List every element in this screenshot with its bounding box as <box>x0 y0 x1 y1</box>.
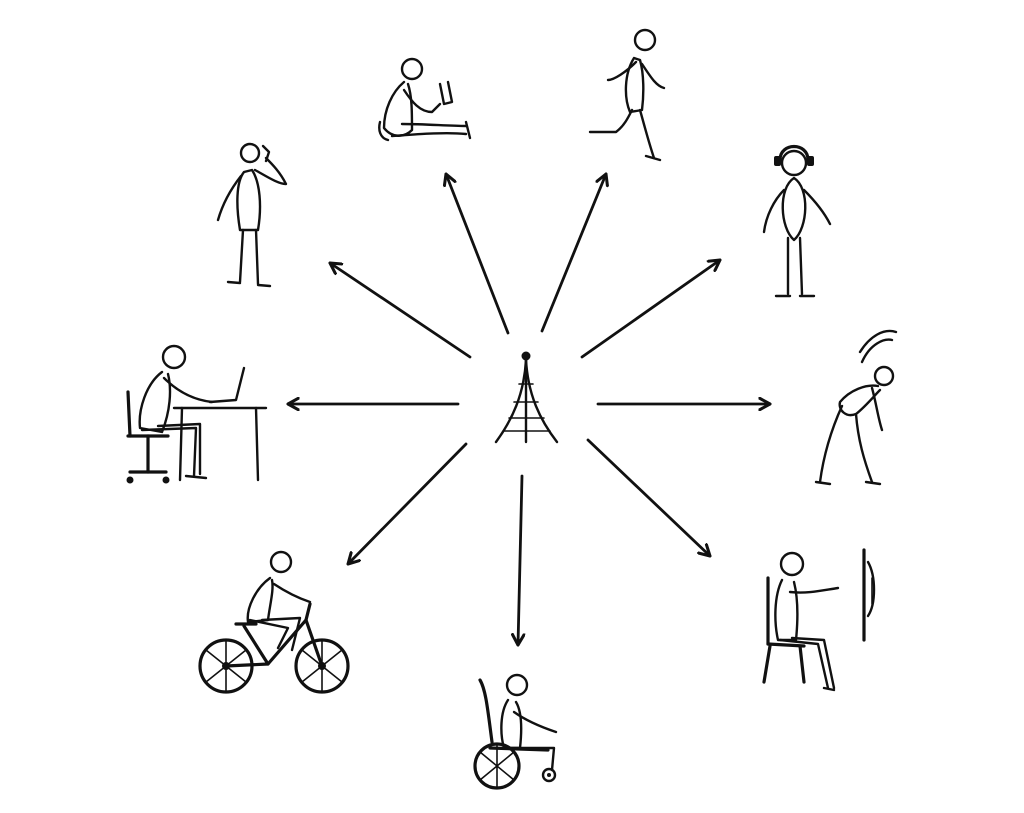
person-in-wheelchair-icon <box>473 673 558 790</box>
arrow-to-sit-laptop <box>446 174 510 335</box>
person-cycling-icon <box>198 550 350 694</box>
arrow-to-cycling <box>348 442 468 564</box>
radio-tower-icon <box>494 351 559 444</box>
arrow-to-wheelchair <box>518 474 522 645</box>
person-sitting-with-laptop-icon <box>378 57 472 142</box>
arrow-to-phone-call <box>330 263 472 359</box>
broadcast-arrows <box>288 174 770 645</box>
arrow-to-screen <box>586 438 710 556</box>
person-running-icon <box>588 28 666 162</box>
arrow-to-headphones <box>580 260 720 359</box>
person-seated-at-screen-icon <box>762 548 876 692</box>
person-with-headphones-icon <box>762 144 832 298</box>
person-at-desk-icon <box>126 344 268 484</box>
person-stretching-icon <box>814 329 898 486</box>
person-on-phone-icon <box>216 142 288 288</box>
arrow-to-running <box>540 174 606 333</box>
